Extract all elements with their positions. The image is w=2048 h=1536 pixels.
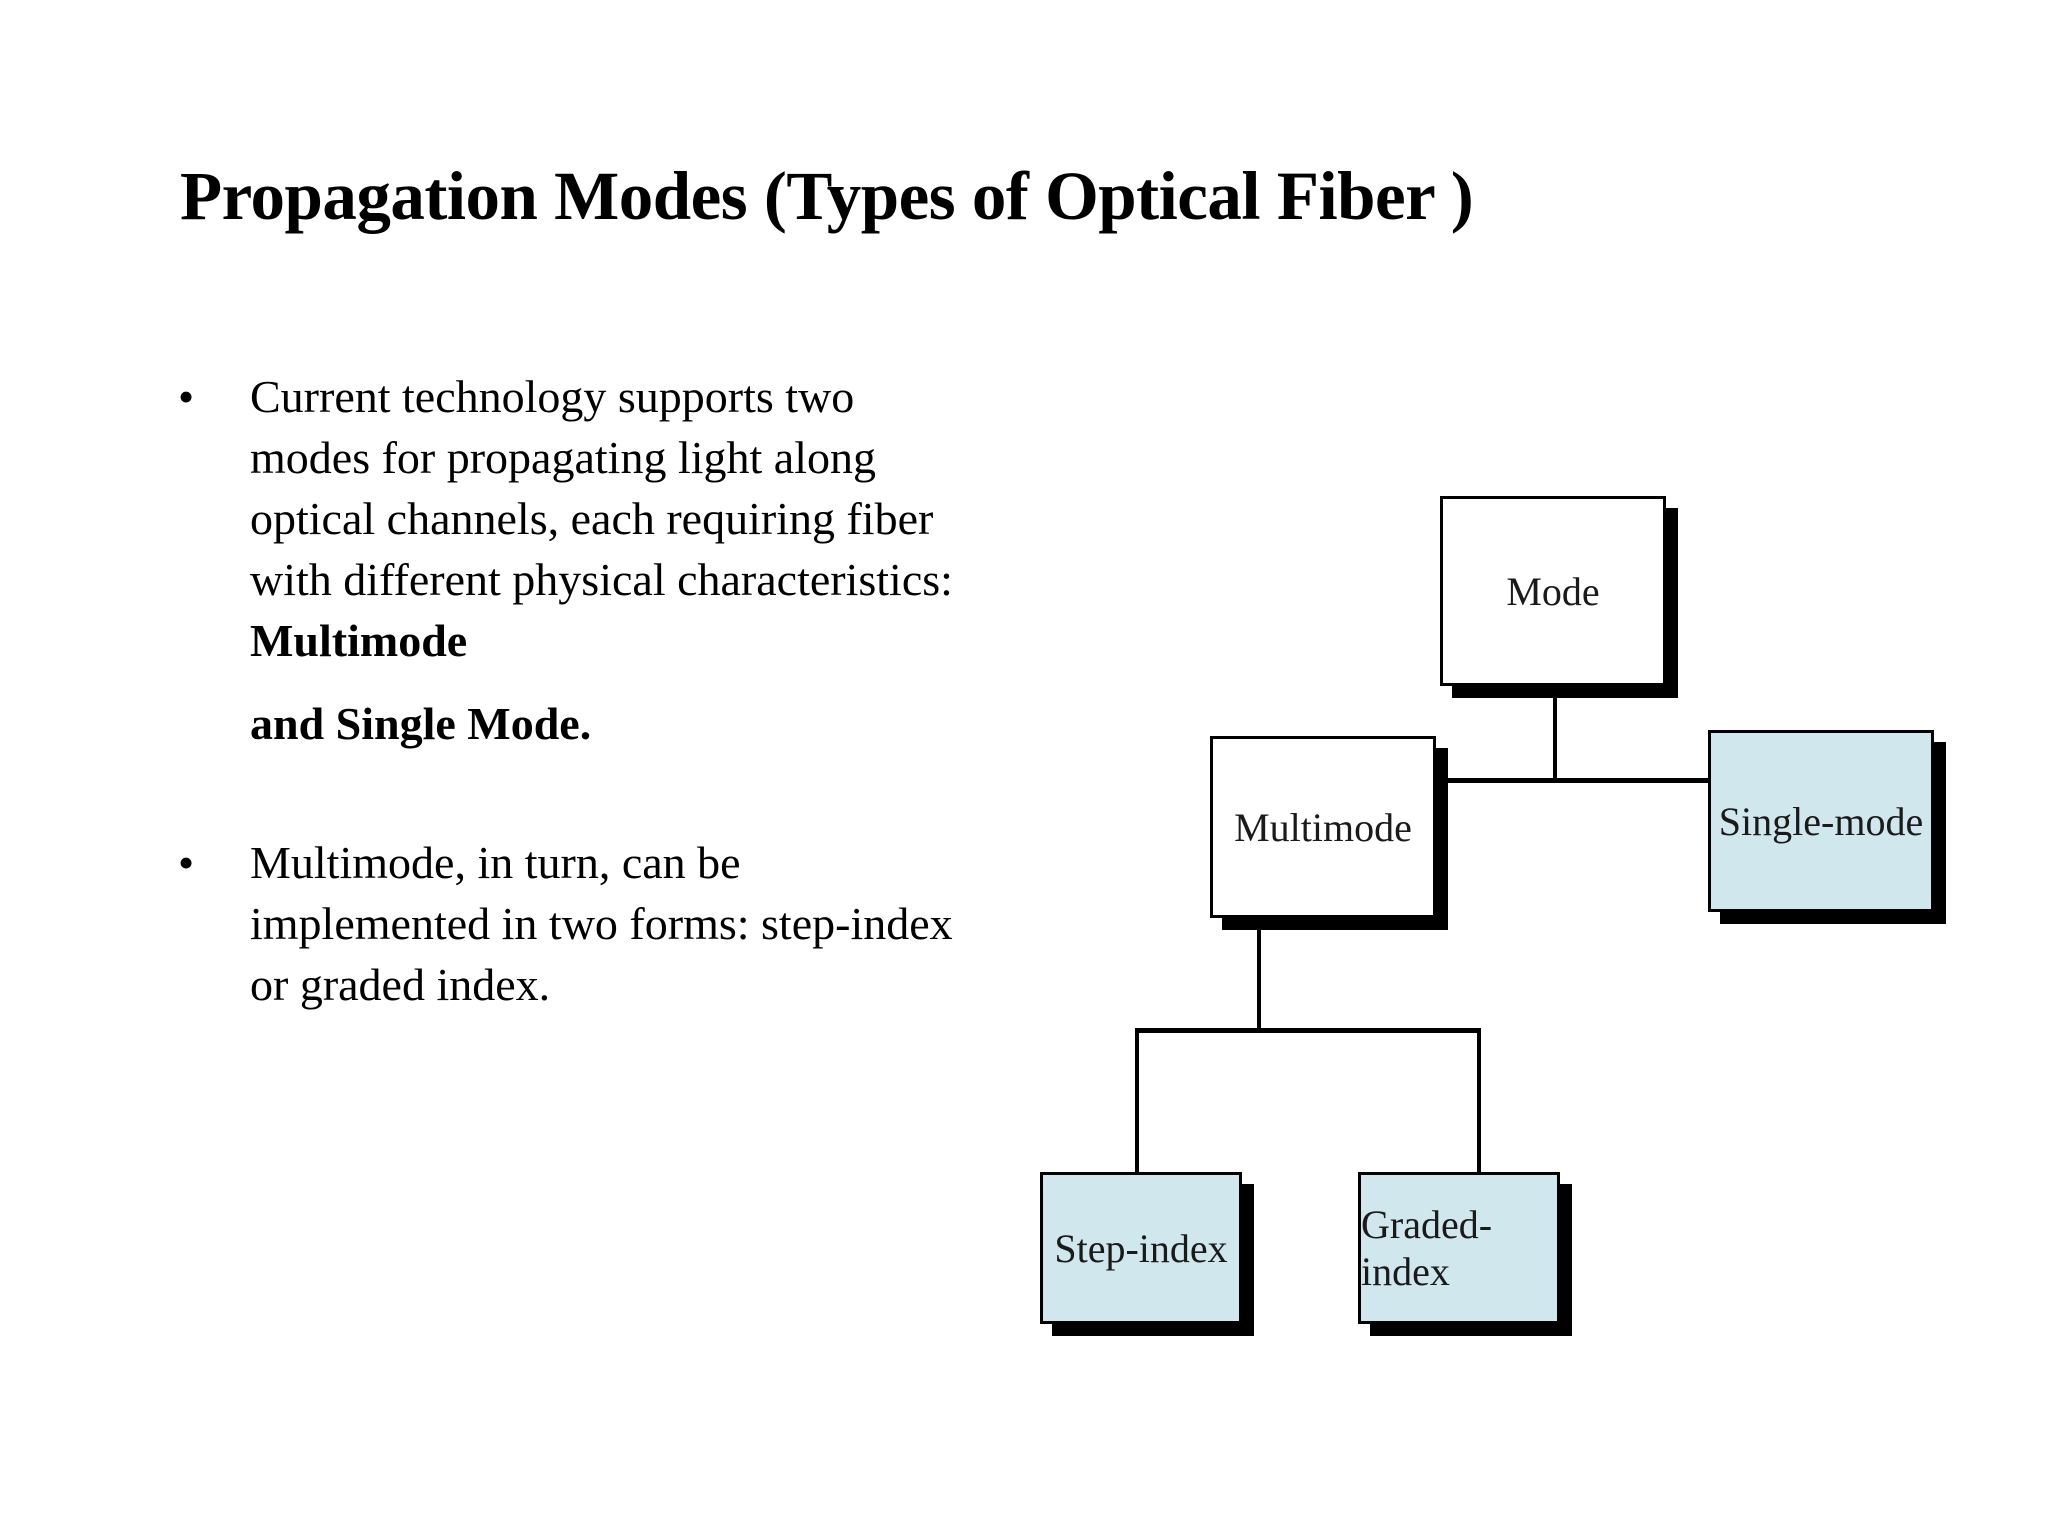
bullet-1-emphasis: Multimode — [250, 615, 468, 666]
edge-multimode-trunk-join — [1257, 1020, 1261, 1032]
bullet-list: • Current technology supports two modes … — [170, 366, 960, 1015]
bullet-text-2: Multimode, in turn, can be implemented i… — [250, 837, 953, 1010]
edge-mode-bus — [1257, 778, 1855, 783]
node-mode[interactable]: Mode — [1440, 496, 1666, 686]
bullet-marker-icon: • — [178, 837, 195, 888]
node-graded-index[interactable]: Graded-index — [1358, 1172, 1560, 1324]
node-multimode[interactable]: Multimode — [1210, 736, 1436, 918]
page-title: Propagation Modes (Types of Optical Fibe… — [180, 158, 1474, 234]
mode-tree-diagram: Mode Multimode Single-mode Step-index Gr… — [1020, 460, 2000, 1360]
edge-to-step-index — [1135, 1028, 1139, 1176]
bullet-text-1: Current technology supports two modes fo… — [250, 366, 960, 671]
node-graded-index-label: Graded-index — [1361, 1202, 1493, 1294]
edge-multimode-trunk — [1257, 910, 1261, 1028]
list-item: • Current technology supports two modes … — [170, 366, 960, 754]
bullet-marker-icon: • — [178, 371, 195, 422]
bullet-1-emphasis-tail: and Single Mode. — [250, 698, 592, 749]
edge-to-graded-index — [1477, 1028, 1481, 1176]
list-item: • Multimode, in turn, can be implemented… — [170, 832, 960, 1015]
node-single-mode[interactable]: Single-mode — [1708, 730, 1934, 912]
bullet-1-plain: Current technology supports two modes fo… — [250, 371, 953, 605]
edge-mode-trunk — [1553, 672, 1557, 782]
edge-multimode-bus — [1135, 1028, 1481, 1033]
node-step-index[interactable]: Step-index — [1040, 1172, 1242, 1324]
node-mode-label: Mode — [1506, 568, 1600, 614]
node-step-index-label: Step-index — [1054, 1225, 1228, 1271]
bullet-spacer — [170, 754, 960, 832]
node-multimode-label: Multimode — [1234, 804, 1412, 850]
node-single-mode-label: Single-mode — [1718, 798, 1924, 844]
